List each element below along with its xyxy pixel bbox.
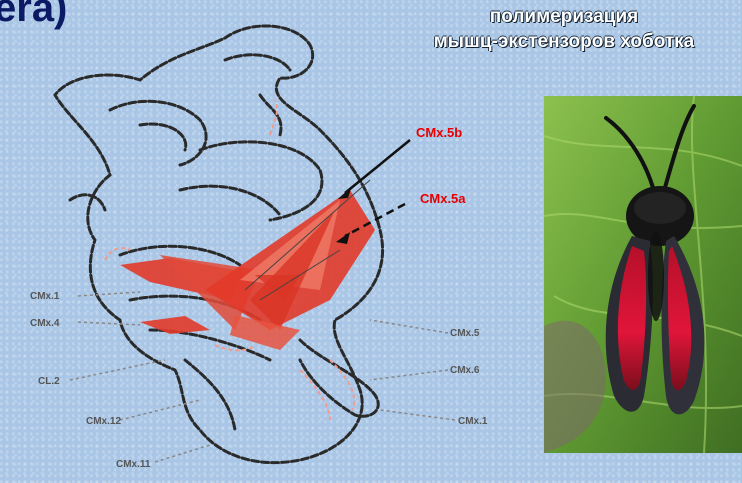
- arrow-cmx5b: [338, 140, 410, 199]
- label-cmx12: CMx.12: [86, 416, 121, 427]
- muscle-fibres: [120, 190, 375, 350]
- moth-body: [648, 231, 664, 321]
- label-cmx11: CMx.11: [116, 459, 151, 470]
- label-cmx5a: CMx.5a: [420, 191, 466, 206]
- anatomy-diagram: CMx.5b CMx.5a CMx.1 CMx.4 CL.2 CMx.12 CM…: [0, 0, 545, 483]
- label-cmx6: CMx.6: [450, 365, 480, 376]
- label-cmx1-right: CMx.1: [458, 416, 488, 427]
- label-cmx4: CMx.4: [30, 318, 60, 329]
- label-cl2: CL.2: [38, 376, 60, 387]
- label-cmx5: CMx.5: [450, 328, 480, 339]
- label-cmx1-left: CMx.1: [30, 291, 60, 302]
- moth-photo: [544, 96, 742, 453]
- label-cmx5b: CMx.5b: [416, 125, 462, 140]
